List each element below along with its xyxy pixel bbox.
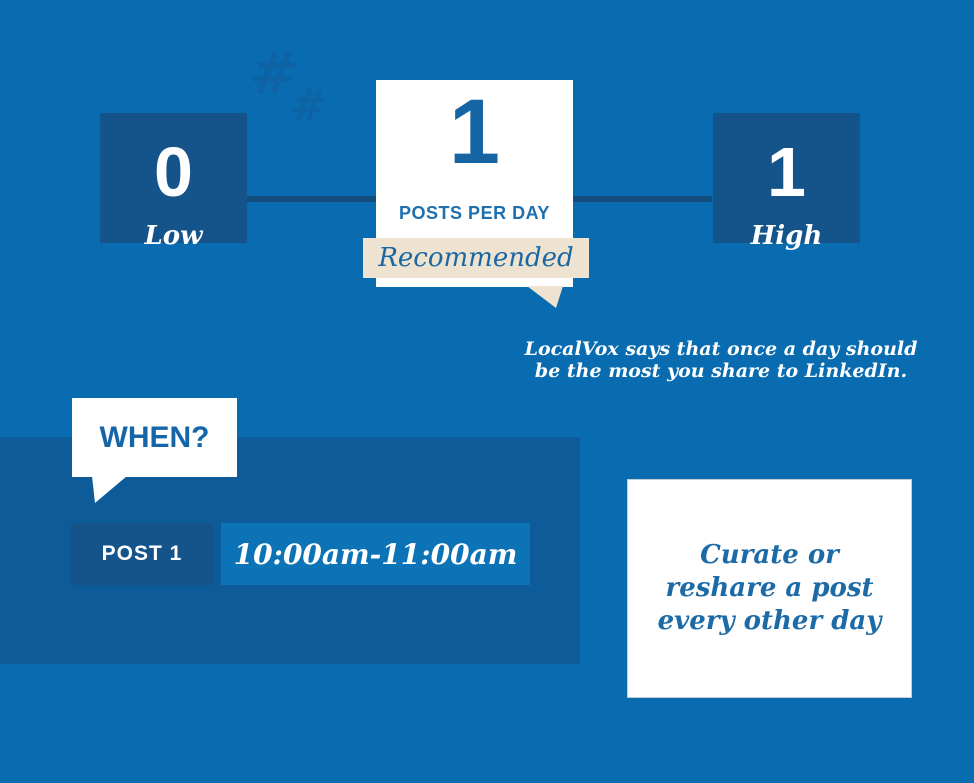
post-1-time: 10:00am-11:00am (233, 537, 518, 571)
low-frequency-box: 0 Low (100, 113, 247, 251)
localvox-note: LocalVox says that once a day should be … (521, 338, 921, 382)
recommended-value: 1 (448, 81, 501, 183)
post-1-label: POST 1 (101, 542, 183, 565)
low-value: 0 (154, 133, 193, 211)
high-label: High (750, 221, 823, 251)
hashtag-icon: # (287, 81, 331, 131)
posts-per-day-label: POSTS PER DAY (399, 203, 550, 223)
high-frequency-box: 1 High (713, 113, 860, 251)
recommended-card: 1 POSTS PER DAY Recommended (363, 80, 589, 308)
ribbon-tail-icon (527, 286, 563, 308)
curation-tip-card: Curate or reshare a post every other day (628, 480, 911, 697)
tip-line: Curate or (700, 540, 839, 570)
when-heading: WHEN? (99, 420, 210, 454)
note-line: be the most you share to LinkedIn. (534, 360, 908, 382)
post-1-label-box: POST 1 (71, 523, 213, 585)
speech-bubble-tail-icon (92, 476, 127, 503)
high-value: 1 (767, 133, 806, 211)
low-label: Low (144, 221, 203, 251)
recommended-ribbon: Recommended (363, 238, 589, 278)
tip-line: reshare a post (665, 573, 874, 603)
tip-line: every other day (657, 606, 882, 636)
post-1-time-box: 10:00am-11:00am (221, 523, 530, 585)
when-speech-bubble: WHEN? (72, 398, 237, 503)
note-line: LocalVox says that once a day should (524, 338, 918, 360)
